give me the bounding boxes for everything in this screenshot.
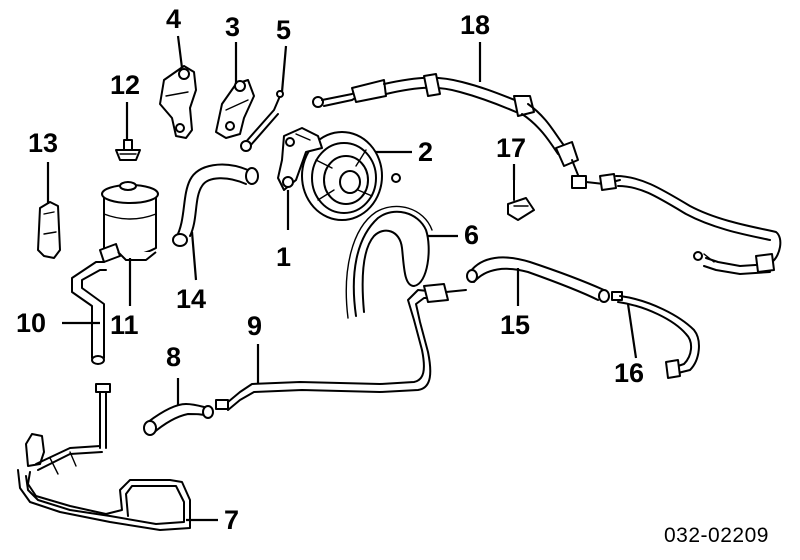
part-1-pump xyxy=(277,127,323,191)
callout-1: 1 xyxy=(276,242,292,272)
part-18-hose xyxy=(312,73,782,275)
leader-14 xyxy=(190,231,198,281)
callout-18: 18 xyxy=(460,10,491,40)
part-9-line xyxy=(215,283,467,411)
part-14-hose xyxy=(172,163,259,247)
leader-4 xyxy=(176,35,184,69)
callout-12: 12 xyxy=(110,70,141,100)
callout-2: 2 xyxy=(418,137,434,167)
part-13-clip xyxy=(37,201,61,259)
part-6-belt xyxy=(345,205,433,319)
part-4-bracket xyxy=(159,65,197,139)
callout-16: 16 xyxy=(614,358,645,388)
callout-17: 17 xyxy=(496,133,527,163)
callout-9: 9 xyxy=(247,311,263,341)
callout-14: 14 xyxy=(176,284,207,314)
callout-3: 3 xyxy=(225,12,241,42)
callout-11: 11 xyxy=(110,310,139,340)
part-8-hose xyxy=(143,403,214,436)
part-17-switch xyxy=(507,177,535,221)
reference-code: 032-02209 xyxy=(664,524,769,547)
callout-10: 10 xyxy=(16,308,47,338)
part-5-adjusting-rod xyxy=(240,90,284,152)
part-15-hose xyxy=(466,256,610,303)
callout-4: 4 xyxy=(166,4,182,34)
callout-15: 15 xyxy=(500,310,531,340)
part-16-line xyxy=(611,291,700,379)
callout-8: 8 xyxy=(166,342,182,372)
part-11-reservoir xyxy=(99,181,159,263)
part-3-bracket xyxy=(215,79,255,139)
part-2-pulley xyxy=(301,131,401,221)
callout-7: 7 xyxy=(224,505,240,535)
part-12-cap xyxy=(115,139,141,161)
callout-13: 13 xyxy=(28,128,59,158)
part-7-cooler xyxy=(17,383,191,531)
leader-5 xyxy=(280,45,288,93)
callout-6: 6 xyxy=(464,220,480,250)
leader-lines xyxy=(46,35,638,522)
callout-5: 5 xyxy=(276,15,292,45)
part-10-hose xyxy=(71,261,107,365)
leader-16 xyxy=(626,303,638,359)
